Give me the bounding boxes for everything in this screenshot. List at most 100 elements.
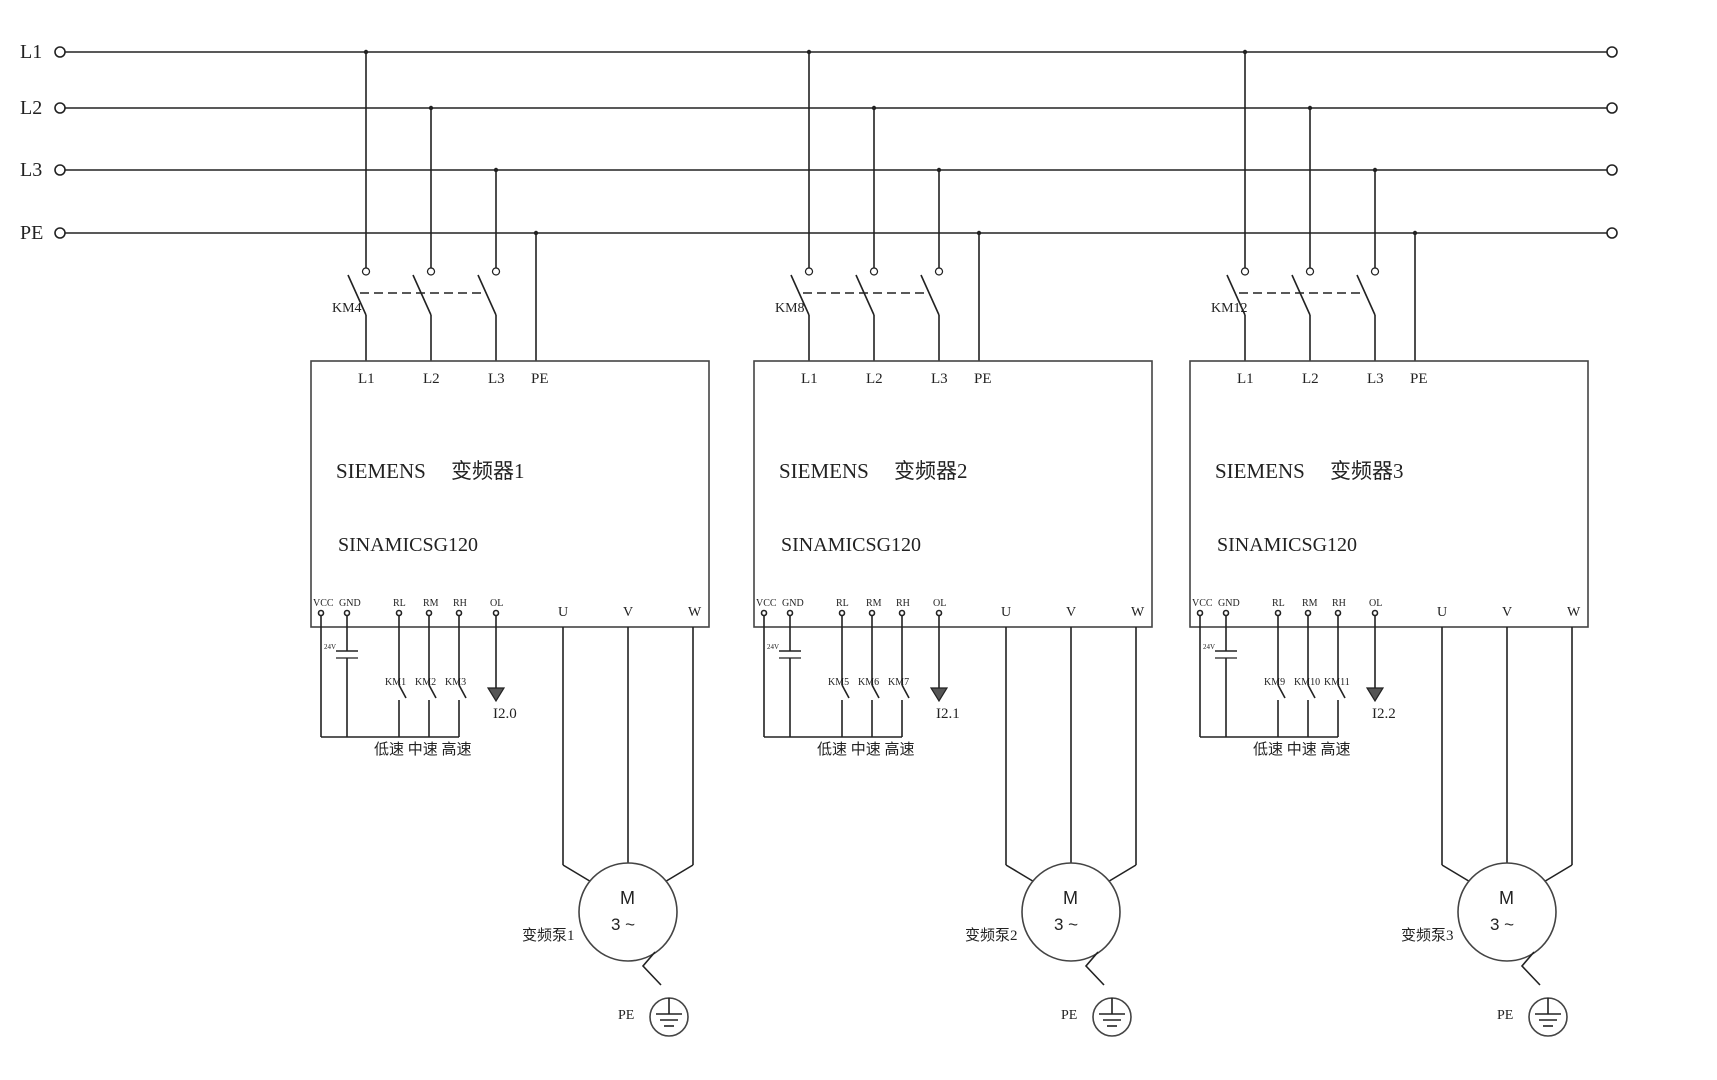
drive-name: 变频器1: [451, 459, 525, 483]
output-terminal-label: W: [1567, 605, 1581, 620]
relay-contact-icon: [1337, 684, 1346, 699]
relay-contact-icon: [428, 684, 437, 699]
contact-terminal-icon: [804, 267, 814, 276]
output-terminal-label: V: [1066, 605, 1076, 620]
contactor-label: KM8: [775, 301, 805, 316]
ground-lead: [1084, 951, 1105, 986]
speed-labels: 低速 中速 高速: [1253, 741, 1351, 758]
contact-terminal-icon: [934, 267, 944, 276]
junction-dot: [363, 49, 369, 55]
contact-terminal-icon: [491, 267, 501, 276]
motor-lead: [1541, 864, 1573, 884]
control-terminal-label: RH: [453, 598, 467, 609]
relay-label: KM6: [858, 677, 879, 688]
control-terminal-label: RL: [393, 598, 406, 609]
input-terminal-label: PE: [531, 371, 549, 387]
contactor-km8: KM8: [775, 267, 944, 361]
output-terminal-label: U: [1001, 605, 1011, 620]
control-terminal-icon: [395, 609, 403, 617]
contact-blade-icon: [855, 274, 875, 316]
motor-icon: [578, 862, 678, 962]
contactor-label: KM12: [1211, 301, 1248, 316]
input-terminal-label: L2: [423, 371, 440, 387]
relay-label: KM11: [1324, 677, 1350, 688]
relay-contact-icon: [1307, 684, 1316, 699]
input-terminal-label: L1: [358, 371, 375, 387]
contact-terminal-icon: [361, 267, 371, 276]
motor-lead: [662, 864, 694, 884]
control-terminal-label: OL: [490, 598, 503, 609]
speed-labels: 低速 中速 高速: [817, 741, 915, 758]
relay-label: KM5: [828, 677, 849, 688]
control-terminal-label: OL: [1369, 598, 1382, 609]
control-terminal-icon: [1371, 609, 1379, 617]
drive-name: 变频器3: [1330, 459, 1404, 483]
ground-lead: [641, 951, 662, 986]
bus-start-terminal-icon: [54, 164, 66, 176]
drive-name: 变频器2: [894, 459, 968, 483]
control-terminal-label: OL: [933, 598, 946, 609]
control-terminal-label: RM: [866, 598, 882, 609]
control-terminal-icon: [1334, 609, 1342, 617]
control-terminal-icon: [935, 609, 943, 617]
control-terminal-label: RL: [1272, 598, 1285, 609]
relay-contact-icon: [458, 684, 467, 699]
bus-start-terminal-icon: [54, 102, 66, 114]
drive-box: [753, 360, 1153, 628]
model-label: SINAMICSG120: [338, 534, 478, 556]
brand-label: SIEMENS: [336, 459, 426, 483]
contact-blade-icon: [1356, 274, 1376, 316]
motor-symbol: M: [1499, 888, 1514, 908]
contact-terminal-icon: [869, 267, 879, 276]
output-terminal-label: V: [1502, 605, 1512, 620]
junction-dot: [1242, 49, 1248, 55]
junction-dot: [1307, 105, 1313, 111]
contact-blade-icon: [347, 274, 367, 316]
control-terminal-icon: [425, 609, 433, 617]
input-terminal-label: L2: [866, 371, 883, 387]
contactor-km12: KM12: [1211, 267, 1380, 361]
junction-dot: [533, 230, 539, 236]
model-label: SINAMICSG120: [1217, 534, 1357, 556]
control-terminal-icon: [898, 609, 906, 617]
junction-dot: [1412, 230, 1418, 236]
motor-phase: 3 ~: [1490, 915, 1514, 934]
contact-terminal-icon: [1240, 267, 1250, 276]
motor-symbol: M: [620, 888, 635, 908]
contact-blade-icon: [412, 274, 432, 316]
bus-start-terminal-icon: [54, 227, 66, 239]
input-terminal-label: L1: [1237, 371, 1254, 387]
control-terminal-label: GND: [339, 598, 361, 609]
motor-lead: [1105, 864, 1137, 884]
junction-dot: [806, 49, 812, 55]
control-terminal-label: RL: [836, 598, 849, 609]
input-terminal-label: PE: [974, 371, 992, 387]
control-terminal-label: VCC: [313, 598, 334, 609]
control-terminal-icon: [455, 609, 463, 617]
control-terminal-icon: [786, 609, 794, 617]
bus-end-terminal-icon: [1606, 227, 1618, 239]
input-terminal-label: L3: [1367, 371, 1384, 387]
junction-dot: [428, 105, 434, 111]
relay-contact-icon: [901, 684, 910, 699]
control-terminal-label: VCC: [756, 598, 777, 609]
motor-icon: [1021, 862, 1121, 962]
relay-label: KM10: [1294, 677, 1320, 688]
motor-lead: [1005, 864, 1037, 884]
control-terminal-icon: [1274, 609, 1282, 617]
relay-label: KM1: [385, 677, 406, 688]
control-terminal-icon: [838, 609, 846, 617]
control-terminal-icon: [1222, 609, 1230, 617]
ground-lead: [1520, 951, 1541, 986]
motor-label: 变频泵2: [965, 927, 1018, 944]
junction-dot: [493, 167, 499, 173]
motor-lead: [562, 864, 594, 884]
relay-label: KM7: [888, 677, 909, 688]
control-terminal-label: GND: [782, 598, 804, 609]
output-terminal-label: V: [623, 605, 633, 620]
control-terminal-label: RH: [896, 598, 910, 609]
